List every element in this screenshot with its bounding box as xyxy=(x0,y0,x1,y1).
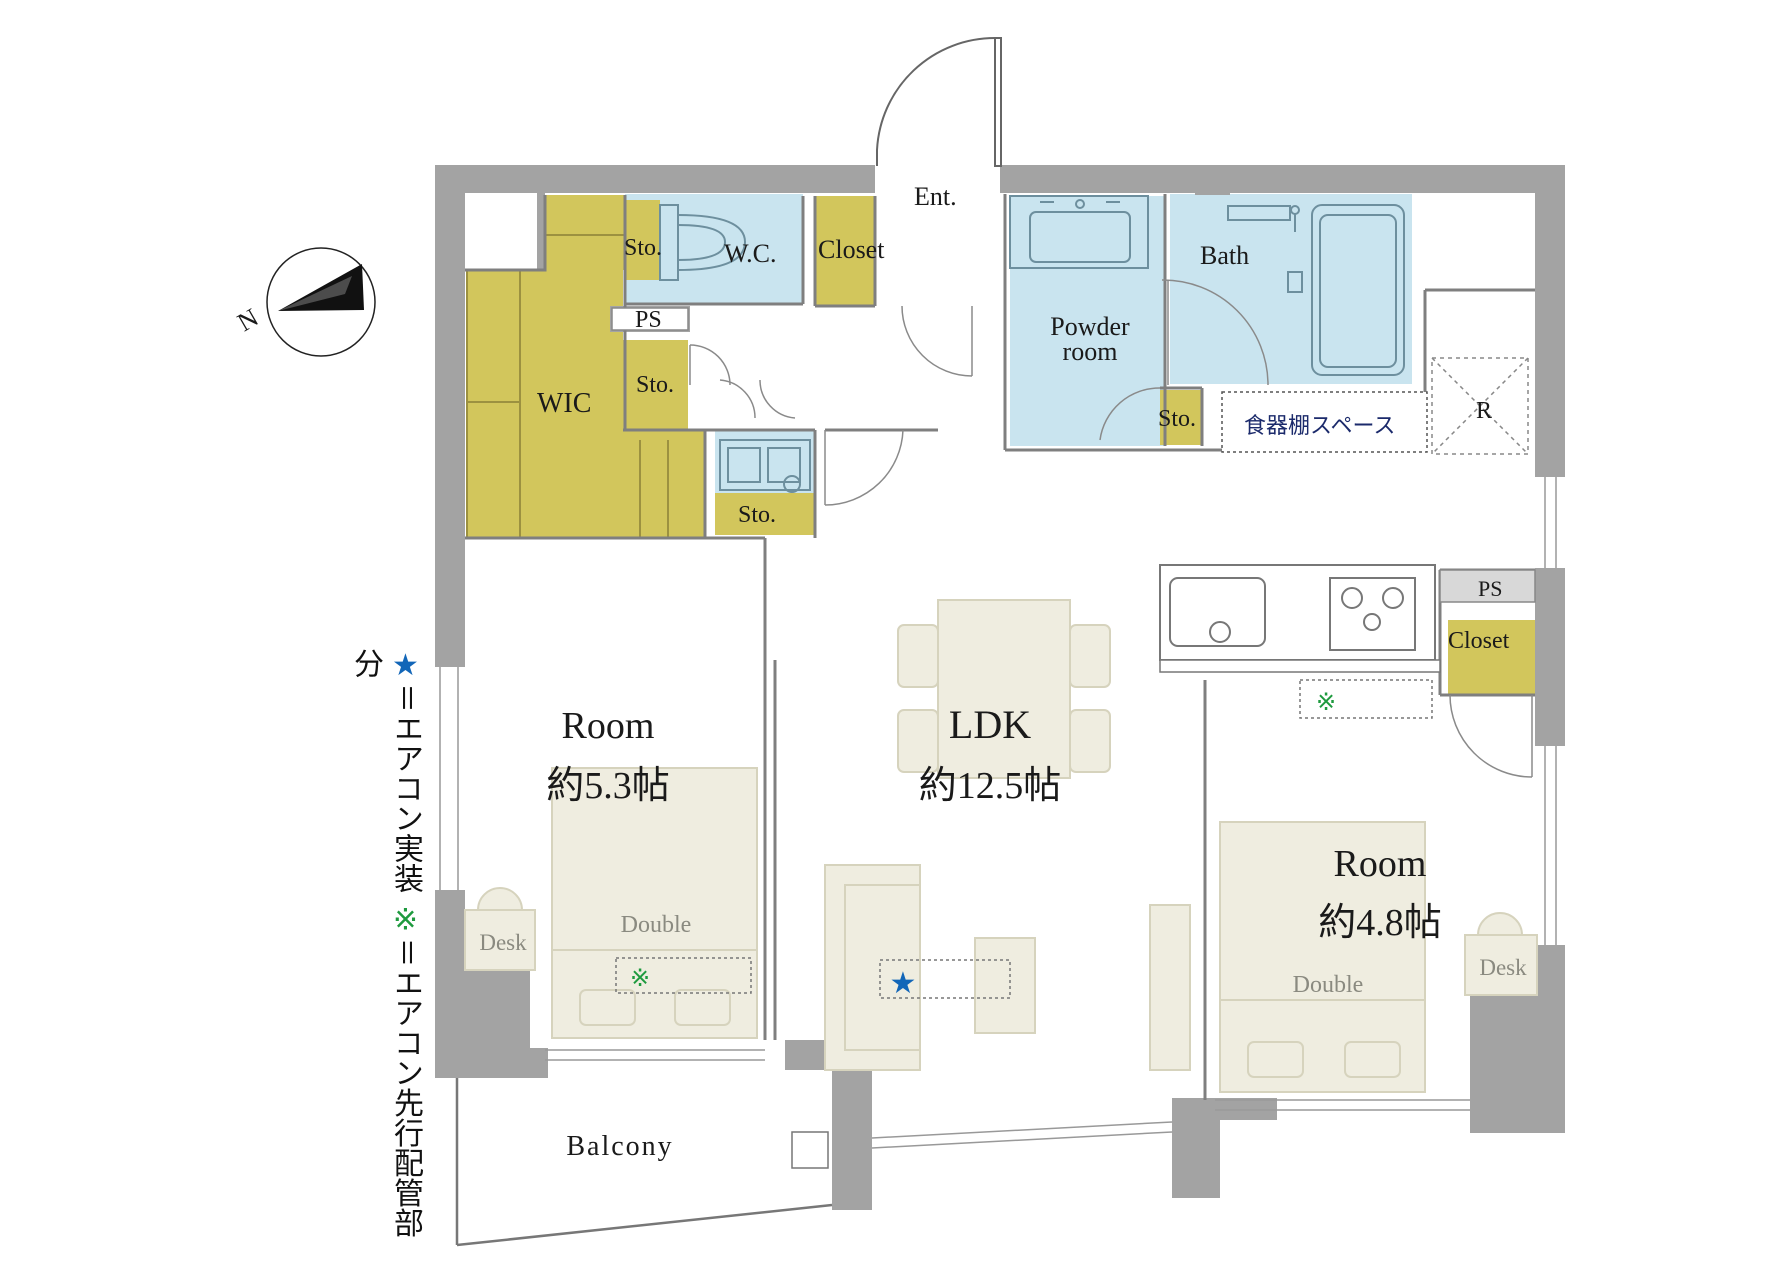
legend-star-icon: ★ xyxy=(388,648,423,683)
label-room-east: Room xyxy=(1334,843,1427,885)
label-wc: W.C. xyxy=(724,239,777,268)
shower-rack-icon xyxy=(1227,205,1291,221)
vanity xyxy=(1009,195,1149,269)
toilet-icon xyxy=(659,204,747,281)
label-shelf-space: 食器棚スペース xyxy=(1244,414,1395,439)
aircon-star-icon: ★ xyxy=(890,966,917,1001)
label-powder-room-2: room xyxy=(1063,337,1118,366)
compass-needle-icon xyxy=(278,264,364,311)
sto-powder-floor xyxy=(1160,390,1202,445)
closet-kitchen-floor xyxy=(1448,620,1536,695)
label-sto-wc: Sto. xyxy=(624,235,662,261)
label-ps-kitchen: PS xyxy=(1478,576,1502,601)
piping-box-west xyxy=(615,957,752,994)
sto-mid-floor xyxy=(623,340,688,430)
ps-top xyxy=(611,307,689,331)
label-closet-entry: Closet xyxy=(818,235,885,264)
kitchen-counter xyxy=(1159,564,1441,673)
label-closet-kitchen: Closet xyxy=(1448,628,1510,654)
legend: ★＝エアコン実装 ※＝エアコン先行配管部分 xyxy=(348,648,425,1248)
label-room-west-size: 約5.3帖 xyxy=(546,765,670,807)
label-sto-powder: Sto. xyxy=(1158,406,1196,432)
windows xyxy=(439,477,1557,1149)
bathtub-icon xyxy=(1311,204,1405,376)
chair xyxy=(1069,624,1111,688)
bath-floor xyxy=(1170,194,1412,384)
label-entrance: Ent. xyxy=(914,182,957,211)
chair xyxy=(897,709,939,773)
chair xyxy=(1069,709,1111,773)
label-wic: WIC xyxy=(537,388,591,419)
balcony-outline xyxy=(455,1078,833,1247)
wic-floor xyxy=(467,270,623,538)
label-bed-west: Double xyxy=(621,912,692,938)
piping-mark-west-icon: ※ xyxy=(630,964,650,992)
piping-mark-kitchen-icon: ※ xyxy=(1316,688,1336,716)
shelf-space-box xyxy=(1221,391,1428,453)
door-swings xyxy=(689,279,1533,778)
ps-kitchen xyxy=(1439,569,1536,603)
piping-box-kitchen xyxy=(1299,679,1433,719)
label-sto-mid: Sto. xyxy=(636,372,674,398)
legend-kome-text: ＝エアコン先行配管部分 xyxy=(348,648,423,1238)
desk-east xyxy=(1464,934,1538,996)
entrance-door xyxy=(876,36,1002,167)
refrigerator-space xyxy=(1431,357,1529,455)
label-ldk-size: 約12.5帖 xyxy=(919,765,1062,807)
sto-laundry-floor xyxy=(715,493,815,535)
label-ldk: LDK xyxy=(949,702,1031,747)
legend-star-text: ＝エアコン実装 xyxy=(388,683,423,893)
washing-machine-icon xyxy=(719,439,811,493)
labels: Ent. W.C. Closet Sto. PS Sto. WIC Sto. P… xyxy=(479,182,1527,1162)
wic-lower-right xyxy=(623,430,705,538)
label-desk-east: Desk xyxy=(1479,955,1527,980)
powder-room-floor xyxy=(1010,196,1165,446)
compass-label: N xyxy=(233,303,264,338)
label-bath: Bath xyxy=(1200,241,1249,270)
bath-fixtures xyxy=(1227,204,1405,376)
sto-wc-floor xyxy=(625,200,660,280)
label-ps-top: PS xyxy=(635,307,662,333)
coffee-table xyxy=(974,937,1036,1034)
chair xyxy=(897,624,939,688)
label-bed-east: Double xyxy=(1293,972,1364,998)
dining-table xyxy=(937,599,1071,779)
storage-areas xyxy=(467,195,1536,695)
label-refrigerator: R xyxy=(1476,398,1492,424)
sink-icon xyxy=(1029,211,1131,263)
wic-upper xyxy=(543,195,625,270)
label-balcony: Balcony xyxy=(566,1131,673,1162)
tv-cabinet xyxy=(1149,904,1191,1071)
legend-kome-icon: ※ xyxy=(388,902,423,938)
closet-entry-floor xyxy=(815,196,875,306)
label-room-west: Room xyxy=(562,705,655,747)
label-powder-room-1: Powder xyxy=(1050,312,1130,341)
compass: N xyxy=(233,247,376,357)
label-desk-west: Desk xyxy=(479,930,527,955)
kitchen-sink-icon xyxy=(1169,577,1266,647)
label-room-east-size: 約4.8帖 xyxy=(1318,902,1442,944)
label-sto-laundry: Sto. xyxy=(738,502,776,528)
